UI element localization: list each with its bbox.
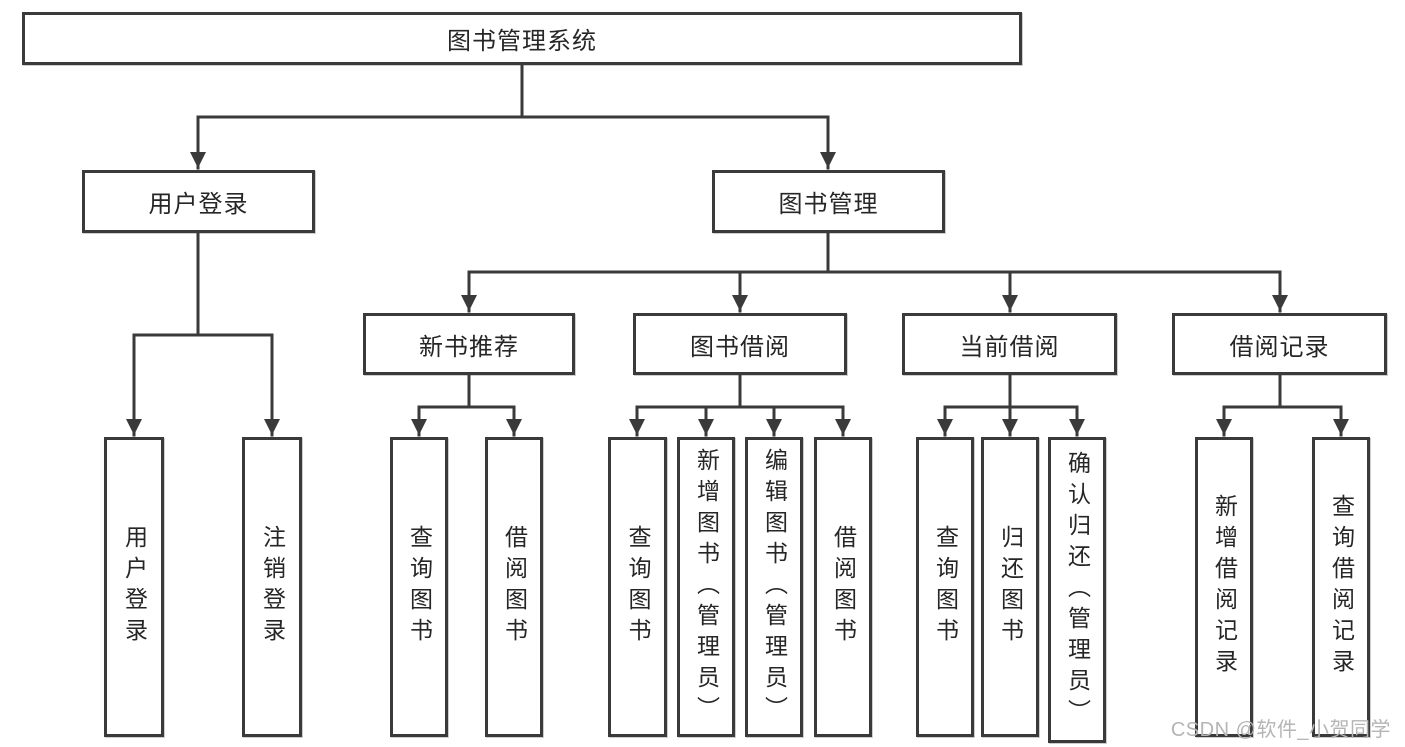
leaf-records-query-borrow-record: 查询借阅记录 bbox=[1312, 437, 1370, 737]
connector-borrow-records-to-leaves bbox=[1216, 373, 1349, 437]
leaf-borrowing-edit-books-admin-label: 编辑图书（管理员） bbox=[761, 447, 788, 727]
leaf-logout-login-label: 注销登录 bbox=[259, 525, 286, 649]
leaf-borrowing-query-books: 查询图书 bbox=[608, 437, 667, 737]
leaf-user-login-label: 用户登录 bbox=[121, 525, 148, 649]
node-book-management: 图书管理 bbox=[712, 170, 945, 233]
node-book-borrowing: 图书借阅 bbox=[633, 313, 847, 375]
leaf-newrec-borrow-books-label: 借阅图书 bbox=[501, 525, 528, 649]
leaf-newrec-query-books: 查询图书 bbox=[390, 437, 448, 737]
leaf-current-confirm-return-admin-label: 确认归还（管理员） bbox=[1064, 450, 1091, 730]
leaf-newrec-borrow-books: 借阅图书 bbox=[485, 437, 543, 737]
connector-new-book-recommend-to-leaves bbox=[411, 373, 522, 437]
leaf-current-confirm-return-admin: 确认归还（管理员） bbox=[1048, 437, 1106, 743]
connector-root-to-level2 bbox=[190, 63, 836, 170]
connector-current-borrowing-to-leaves bbox=[937, 373, 1085, 437]
leaf-records-add-borrow-record: 新增借阅记录 bbox=[1195, 437, 1253, 737]
node-root: 图书管理系统 bbox=[22, 12, 1022, 65]
leaf-borrowing-add-books-admin: 新增图书（管理员） bbox=[677, 437, 735, 737]
leaf-borrowing-add-books-admin-label: 新增图书（管理员） bbox=[693, 447, 720, 727]
leaf-borrowing-borrow-books: 借阅图书 bbox=[814, 437, 872, 737]
leaf-current-query-books: 查询图书 bbox=[916, 437, 974, 737]
node-new-book-recommend: 新书推荐 bbox=[363, 313, 575, 375]
leaf-user-login: 用户登录 bbox=[104, 437, 164, 737]
leaf-records-query-borrow-record-label: 查询借阅记录 bbox=[1328, 494, 1355, 680]
leaf-records-add-borrow-record-label: 新增借阅记录 bbox=[1211, 494, 1238, 680]
leaf-current-return-books: 归还图书 bbox=[981, 437, 1039, 737]
leaf-logout-login: 注销登录 bbox=[242, 437, 302, 737]
leaf-borrowing-edit-books-admin: 编辑图书（管理员） bbox=[745, 437, 803, 737]
connector-book-management-to-sections bbox=[461, 231, 1288, 313]
node-borrow-records: 借阅记录 bbox=[1172, 313, 1387, 375]
connector-book-borrowing-to-leaves bbox=[629, 373, 851, 437]
leaf-borrowing-borrow-books-label: 借阅图书 bbox=[830, 525, 857, 649]
connector-user-login-to-leaves bbox=[126, 231, 280, 437]
leaf-current-return-books-label: 归还图书 bbox=[997, 525, 1024, 649]
node-user-login: 用户登录 bbox=[82, 170, 315, 233]
node-current-borrowing: 当前借阅 bbox=[902, 313, 1117, 375]
leaf-newrec-query-books-label: 查询图书 bbox=[406, 525, 433, 649]
leaf-current-query-books-label: 查询图书 bbox=[932, 525, 959, 649]
leaf-borrowing-query-books-label: 查询图书 bbox=[625, 525, 651, 649]
